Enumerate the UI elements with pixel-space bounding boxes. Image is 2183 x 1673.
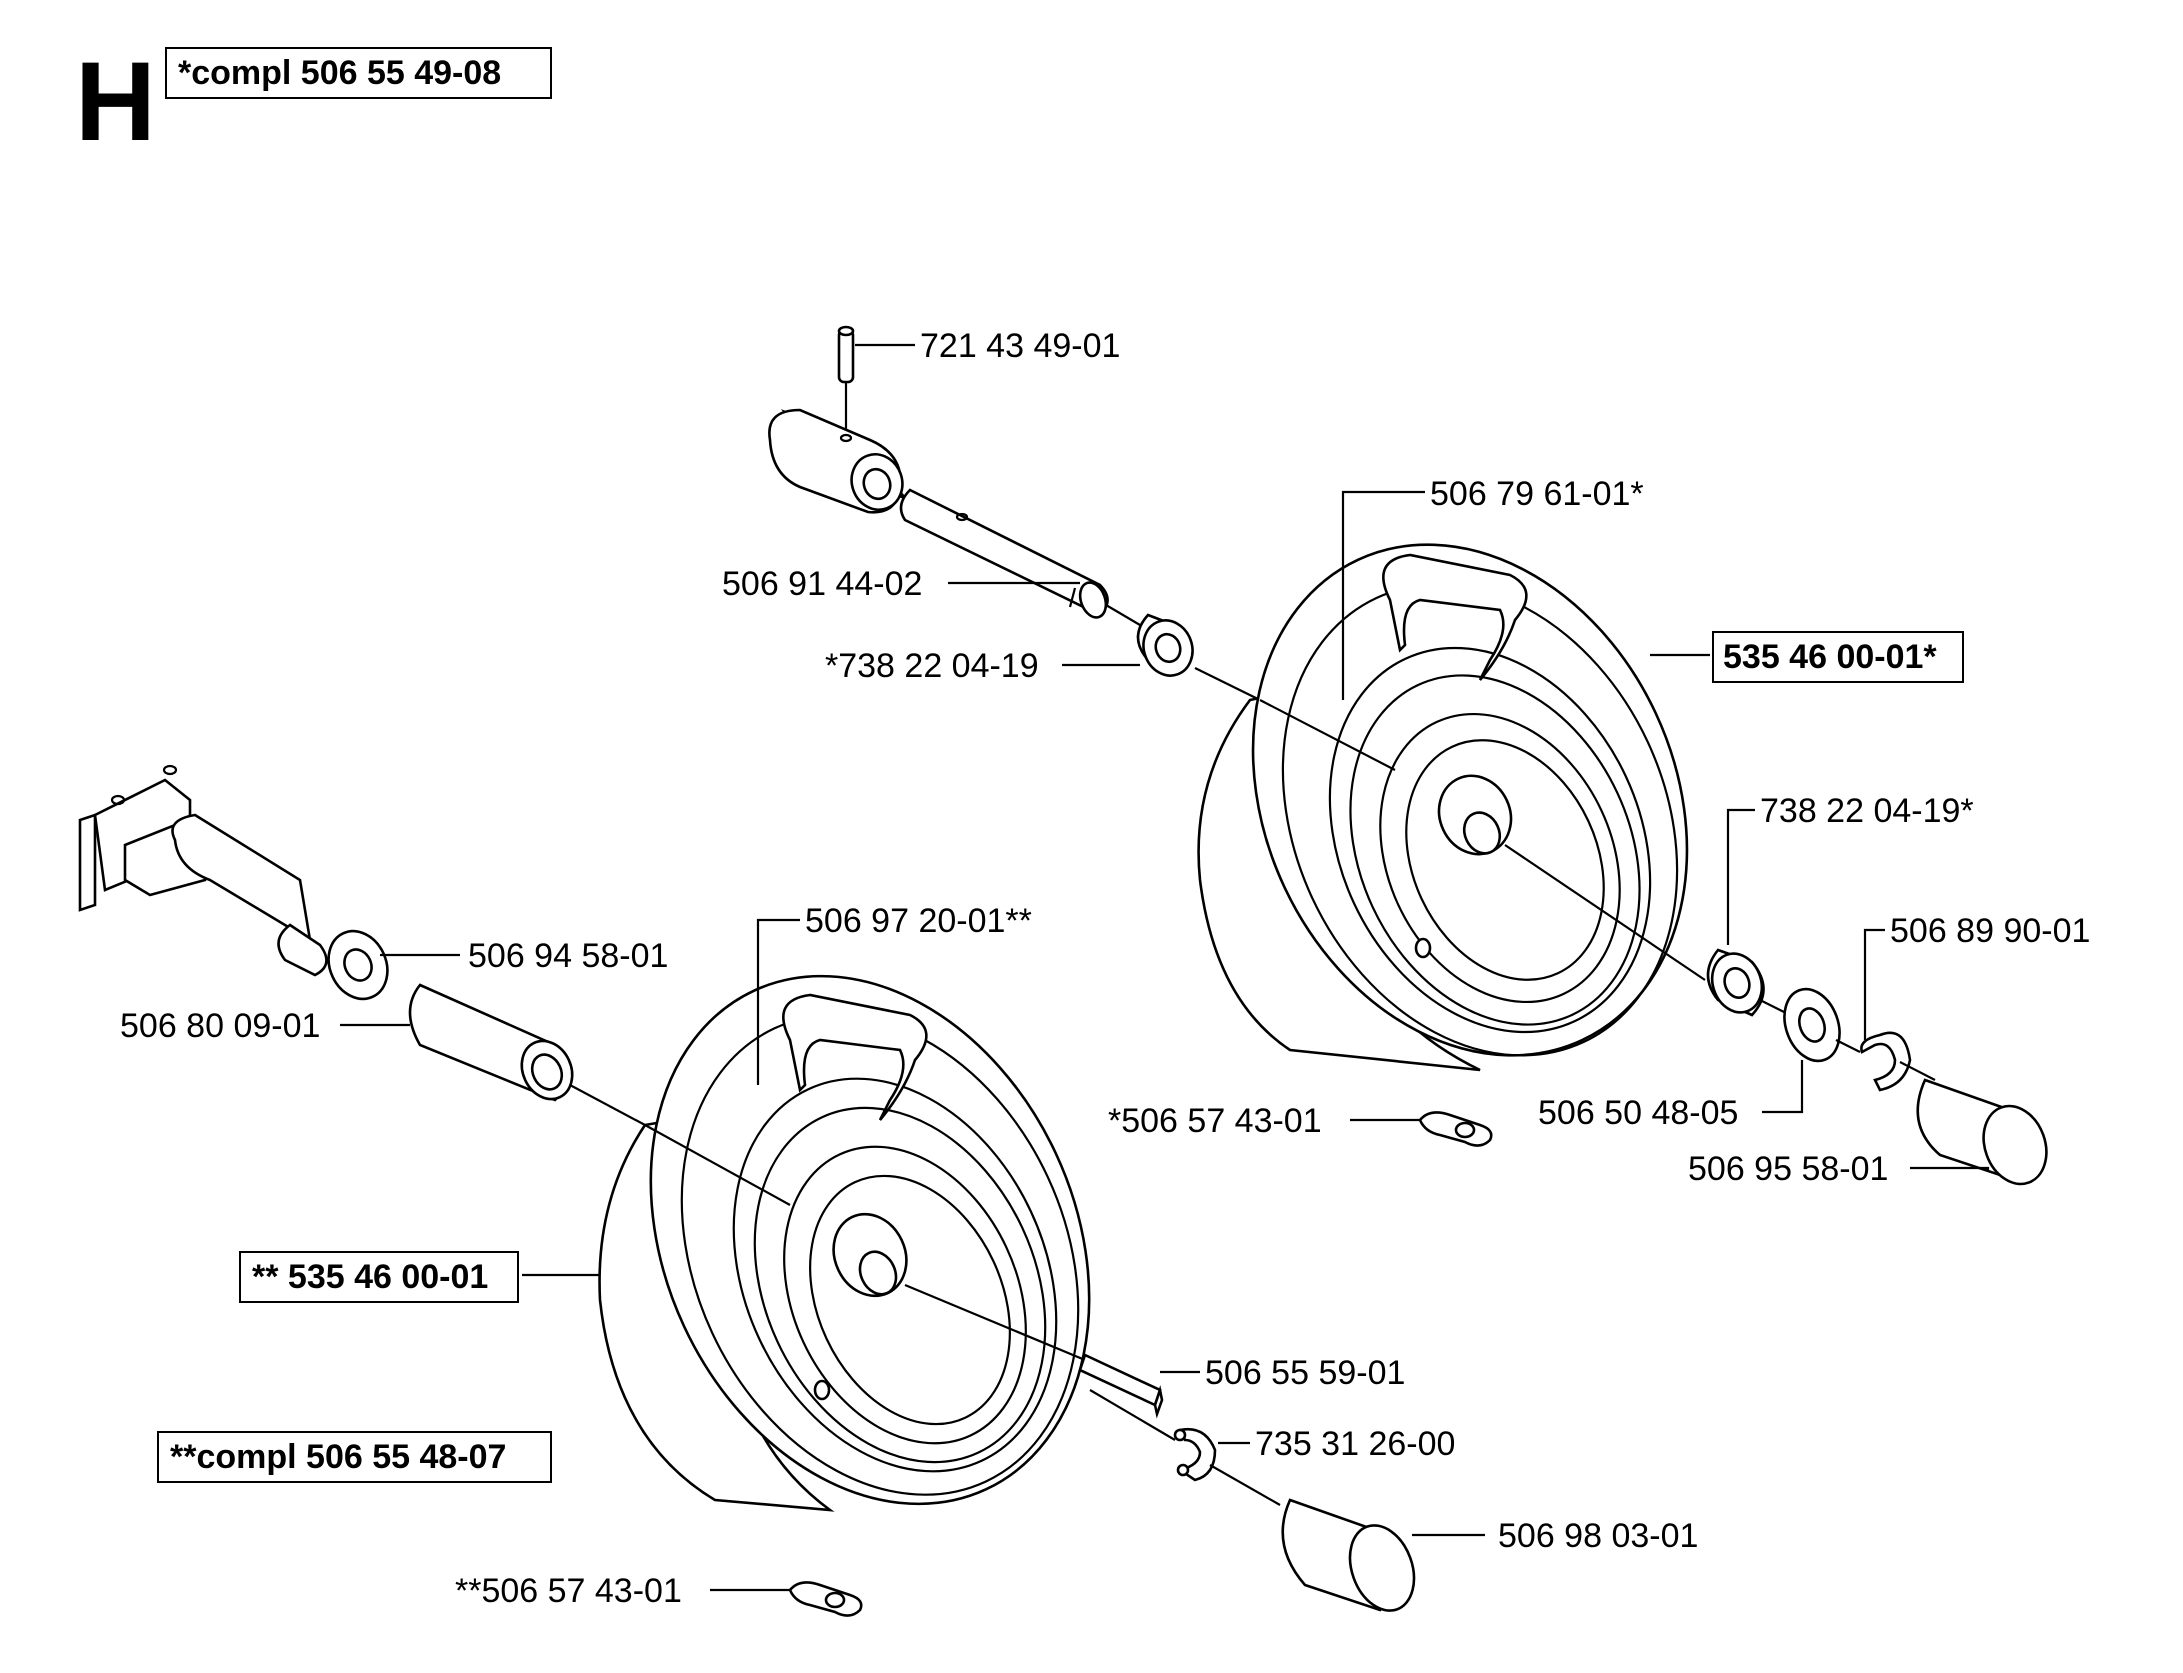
axle-shaft[interactable] [899, 488, 1110, 621]
label-506-91-44-02[interactable]: 506 91 44-02 [722, 565, 922, 603]
leader-lines [340, 343, 1990, 1592]
wheel-upper[interactable] [1172, 473, 1768, 1127]
stub-axle-mount[interactable] [78, 764, 328, 977]
clamp-upper[interactable] [1418, 1111, 1493, 1147]
label-506-57-43-01-upper[interactable]: *506 57 43-01 [1108, 1102, 1322, 1140]
axis-line [1835, 1039, 1861, 1053]
washer-right[interactable] [1775, 981, 1849, 1068]
axis-line [904, 1283, 1086, 1362]
label-506-89-90-01[interactable]: 506 89 90-01 [1890, 912, 2090, 950]
label-506-57-43-01-lower[interactable]: **506 57 43-01 [455, 1572, 682, 1610]
roll-pin[interactable] [837, 325, 855, 432]
label-506-79-61-01[interactable]: 506 79 61-01* [1430, 475, 1644, 513]
label-535-46-00-01-upper-box [1712, 631, 1964, 683]
label-535-46-00-01-upper[interactable]: 535 46 00-01* [1723, 638, 1937, 676]
spacer-tube[interactable] [408, 983, 581, 1107]
retaining-ring-right[interactable] [1860, 1031, 1912, 1092]
compl-front-label[interactable]: *compl 506 55 49-08 [178, 54, 501, 92]
label-506-50-48-05[interactable]: 506 50 48-05 [1538, 1094, 1738, 1132]
compl-rear-label[interactable]: **compl 506 55 48-07 [170, 1438, 506, 1476]
hub-sleeve[interactable] [768, 408, 910, 517]
washer-left[interactable] [318, 921, 398, 1008]
clamp-lower[interactable] [788, 1581, 863, 1617]
hub-cap-right[interactable] [1916, 1078, 2057, 1193]
axis-line [1209, 1464, 1281, 1506]
label-506-95-58-01[interactable]: 506 95 58-01 [1688, 1150, 1888, 1188]
axis-line [569, 1084, 646, 1126]
axis-line [1105, 604, 1141, 626]
axis-line [1194, 667, 1261, 701]
label-506-94-58-01[interactable]: 506 94 58-01 [468, 937, 668, 975]
compl-front-box [165, 47, 552, 99]
retaining-ring-lower[interactable] [1173, 1427, 1217, 1482]
axis-line [1504, 844, 1706, 981]
wheel-lower[interactable] [568, 904, 1172, 1576]
section-letter: H [75, 39, 156, 164]
label-738-22-04-19-upper[interactable]: *738 22 04-19 [825, 647, 1039, 685]
label-535-46-00-01-lower[interactable]: ** 535 46 00-01 [252, 1258, 488, 1296]
label-506-55-59-01[interactable]: 506 55 59-01 [1205, 1354, 1405, 1392]
label-506-98-03-01[interactable]: 506 98 03-01 [1498, 1517, 1698, 1555]
label-735-31-26-00[interactable]: 735 31 26-00 [1255, 1425, 1455, 1463]
label-506-97-20-01[interactable]: 506 97 20-01** [805, 902, 1032, 940]
label-535-46-00-01-lower-box [239, 1251, 519, 1303]
label-721-43-49-01[interactable]: 721 43 49-01 [920, 327, 1120, 365]
hub-cap-lower[interactable] [1281, 1498, 1426, 1620]
label-738-22-04-19-right[interactable]: 738 22 04-19* [1760, 792, 1974, 830]
axis-line [1089, 1389, 1176, 1441]
key[interactable] [1078, 1353, 1164, 1419]
bearing-lower-right[interactable] [1704, 947, 1770, 1020]
label-506-80-09-01[interactable]: 506 80 09-01 [120, 1007, 320, 1045]
bearing-upper[interactable] [1136, 613, 1200, 682]
axis-line [1899, 1061, 1936, 1081]
compl-rear-box [157, 1431, 552, 1483]
